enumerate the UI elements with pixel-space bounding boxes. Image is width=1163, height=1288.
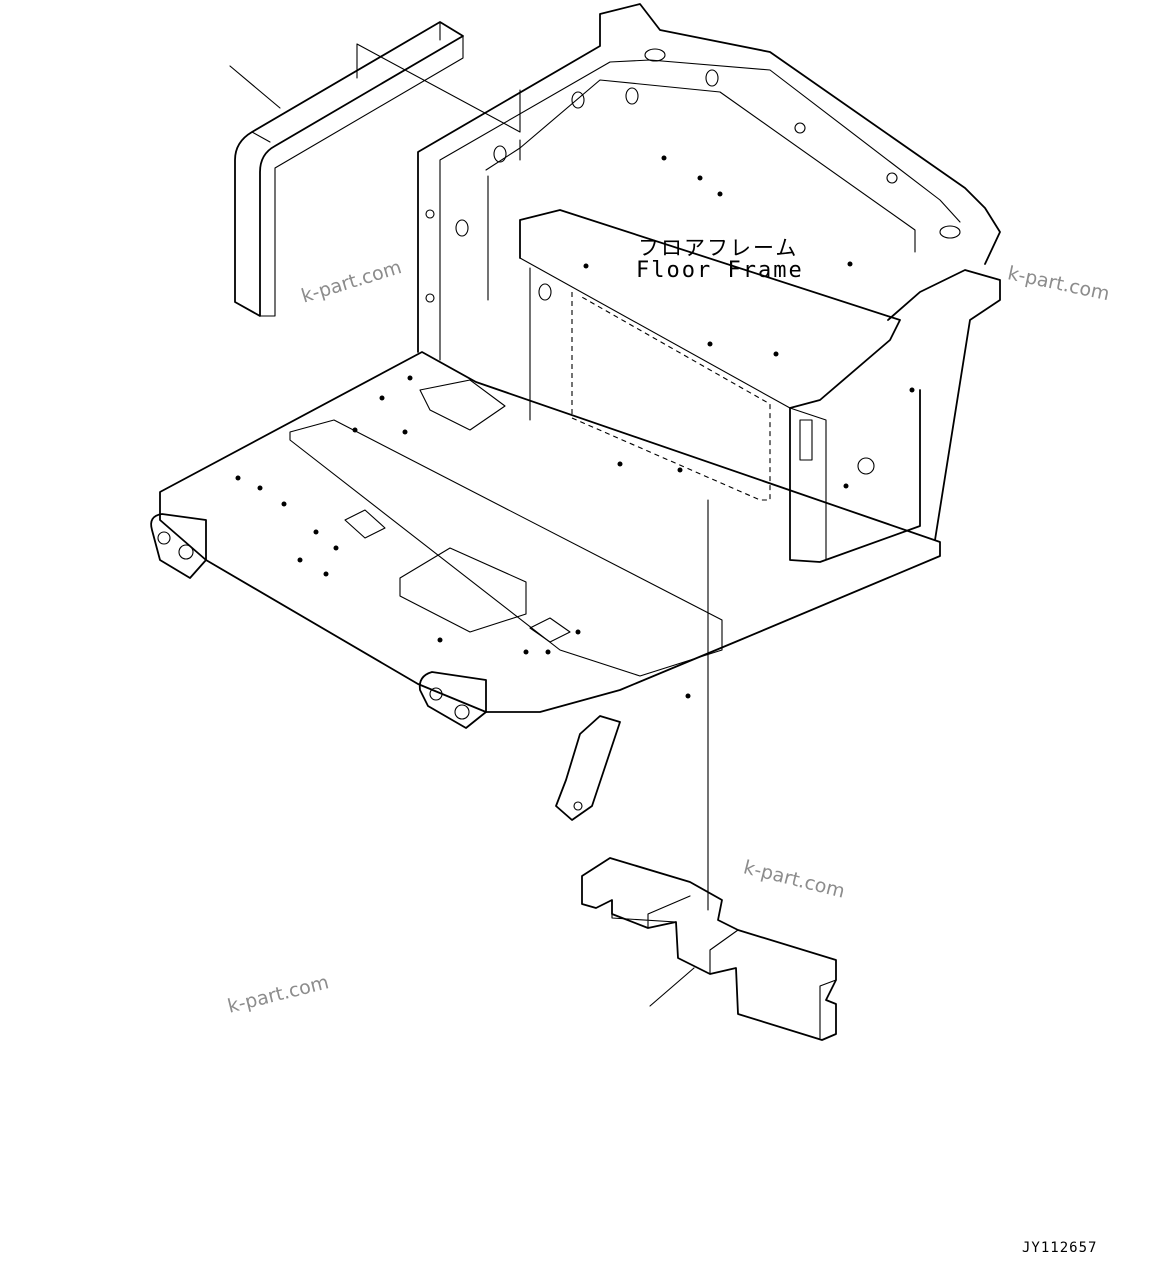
floor-frame-deck xyxy=(159,351,941,713)
bolt-holes xyxy=(235,155,915,699)
leader-line-block-2 xyxy=(649,967,695,1007)
leader-line-strip-2 xyxy=(356,43,521,133)
foam-block-part xyxy=(581,857,837,1041)
seal-strip-part xyxy=(234,21,464,317)
floor-frame-label-jp: フロアフレーム xyxy=(638,236,799,260)
frame-slots xyxy=(425,48,961,475)
floor-frame-label-en: Floor Frame xyxy=(636,258,804,283)
hinge-bracket-left xyxy=(150,513,207,579)
drawing-code: JY112657 xyxy=(1022,1240,1098,1256)
floor-frame-back-wall xyxy=(417,3,1001,361)
hinge-bracket-right xyxy=(418,671,487,729)
hanging-lever xyxy=(555,715,621,821)
leader-line-strip xyxy=(229,65,281,109)
console-box xyxy=(519,209,1001,563)
